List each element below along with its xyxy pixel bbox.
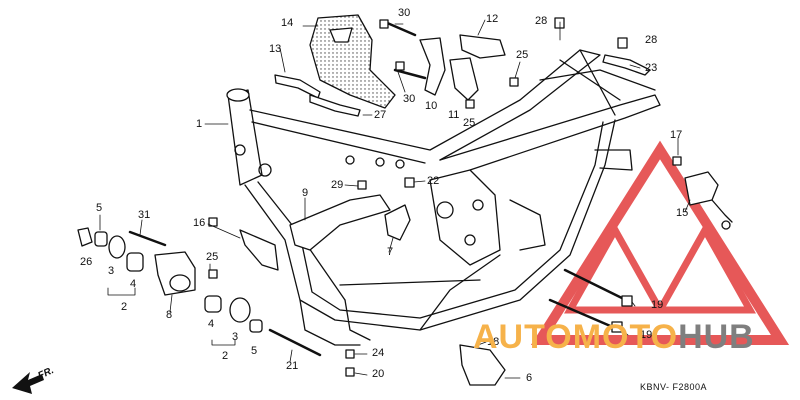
label-part-4-lower: 4: [208, 318, 215, 330]
label-part-27: 27: [374, 109, 387, 121]
label-part-7: 7: [387, 246, 394, 258]
label-part-8: 8: [166, 309, 173, 321]
label-part-2-lower: 2: [222, 350, 229, 362]
label-part-3-lower: 3: [232, 331, 239, 343]
label-part-25-top: 25: [463, 117, 476, 129]
label-part-5-lower: 5: [251, 345, 258, 357]
label-part-13: 13: [269, 43, 282, 55]
label-part-12: 12: [486, 13, 499, 25]
frame-body: [226, 49, 661, 346]
label-part-23: 23: [645, 62, 658, 74]
part-6-bracket: [459, 344, 506, 386]
watermark-logo-icon: [530, 140, 790, 345]
label-part-21: 21: [286, 360, 299, 372]
watermark-text: AUTOMOTOHUB: [473, 318, 755, 357]
left-mount-bushings: [77, 227, 196, 296]
part-11-bracket: [449, 57, 479, 101]
label-part-24: 24: [372, 347, 385, 359]
label-part-15: 15: [676, 207, 689, 219]
label-part-22: 22: [427, 175, 440, 187]
label-part-2-left: 2: [121, 301, 128, 313]
label-part-14: 14: [281, 17, 294, 29]
label-part-30-bottom: 30: [403, 93, 416, 105]
watermark-part2: HUB: [678, 318, 755, 356]
label-part-10: 10: [425, 100, 438, 112]
label-part-9: 9: [302, 187, 309, 199]
diagram-code: KBNV- F2800A: [640, 382, 708, 392]
label-part-11: 11: [448, 109, 460, 121]
label-part-18: 18: [487, 336, 500, 348]
label-part-25-left: 25: [206, 251, 219, 263]
label-part-26: 26: [80, 256, 93, 268]
label-part-17: 17: [670, 129, 683, 141]
label-part-28-right: 28: [645, 34, 658, 46]
part-13-bracket: [274, 74, 321, 99]
label-part-20: 20: [372, 368, 385, 380]
label-part-19-bottom: 19: [640, 329, 653, 341]
part-14-plate: [309, 14, 396, 109]
label-part-28-left: 28: [535, 15, 548, 27]
label-part-6: 6: [526, 372, 533, 384]
label-part-29: 29: [331, 179, 344, 191]
part-15-lock: [684, 171, 733, 230]
label-part-31: 31: [138, 209, 151, 221]
front-direction-arrow-icon: [12, 372, 44, 394]
label-part-4-left: 4: [130, 278, 137, 290]
part-9-bracket: [289, 194, 391, 251]
label-part-3-left: 3: [108, 265, 115, 277]
lower-mount-bushings: [204, 295, 263, 333]
label-part-19-top: 19: [651, 299, 664, 311]
watermark-part1: AUTOMOTO: [473, 318, 679, 356]
part-12-bracket: [459, 34, 506, 59]
label-part-30-top: 30: [398, 7, 411, 19]
label-part-25-right: 25: [516, 49, 529, 61]
label-part-16: 16: [193, 217, 206, 229]
label-part-5-left: 5: [96, 202, 103, 214]
part-10-bracket: [419, 37, 446, 96]
label-part-1: 1: [196, 118, 203, 130]
